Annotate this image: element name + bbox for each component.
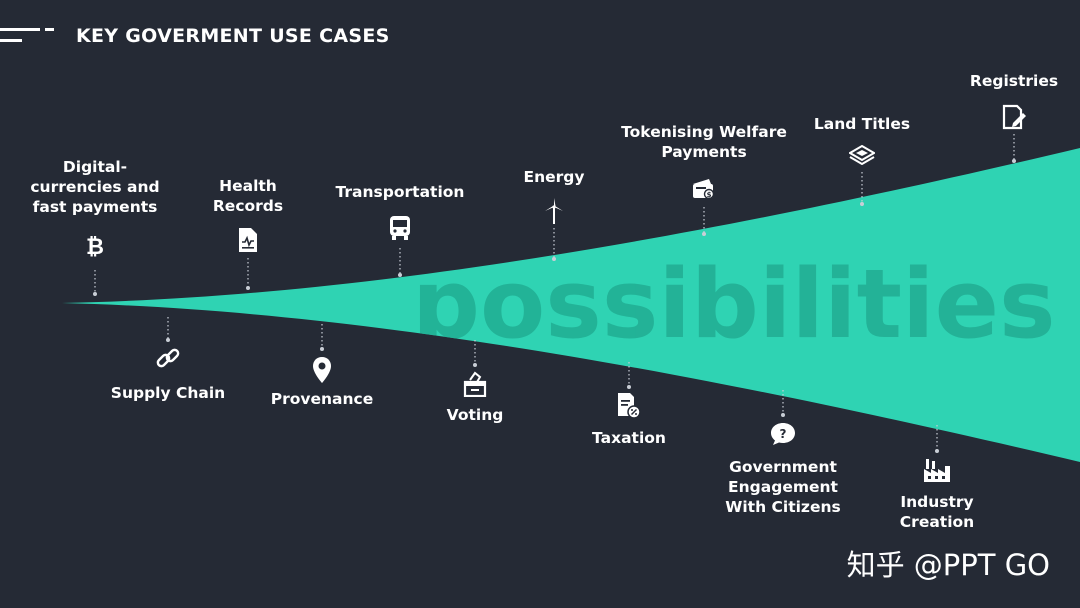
- use-case-tokenising-welfare-payments-connector: [702, 207, 706, 236]
- tax-document-icon: [616, 392, 642, 424]
- svg-text:₿: ₿: [86, 235, 104, 259]
- funnel-shape: [62, 148, 1080, 462]
- svg-text:$: $: [707, 191, 712, 199]
- question-bubble-icon: ?: [769, 422, 797, 450]
- use-case-land-titles-label: Land Titles: [813, 115, 911, 133]
- use-case-registries-label: Registries: [969, 72, 1059, 90]
- svg-text:?: ?: [780, 427, 787, 441]
- use-case-energy-label: Energy: [523, 168, 585, 186]
- use-case-industry-creation-connector: [935, 425, 939, 453]
- use-case-land-titles-connector: [860, 172, 864, 206]
- use-case-voting-connector: [473, 340, 477, 367]
- header-bar-icon: [0, 28, 54, 42]
- use-case-provenance-label: Provenance: [270, 390, 374, 408]
- use-case-supply-chain-connector: [166, 317, 170, 342]
- use-case-registries-connector: [1012, 134, 1016, 163]
- use-case-digital-currencies-and-fast-payments-connector: [93, 270, 97, 296]
- bus-icon: [388, 215, 412, 245]
- factory-icon: [923, 457, 951, 487]
- use-case-taxation-label: Taxation: [592, 429, 666, 447]
- ballot-box-icon: [463, 371, 487, 401]
- watermark-word: possibilities: [412, 250, 1056, 360]
- attribution: 知乎 @PPT GO: [846, 548, 1050, 582]
- use-case-supply-chain-label: Supply Chain: [110, 384, 226, 402]
- wind-turbine-icon: [542, 198, 566, 228]
- link-icon: [155, 345, 181, 375]
- use-case-transportation-connector: [398, 248, 402, 277]
- use-case-government-engagement-with-citizens-connector: [781, 390, 785, 417]
- use-case-voting-label: Voting: [446, 406, 504, 424]
- wallet-icon: $: [691, 177, 717, 205]
- use-case-taxation-connector: [627, 362, 631, 389]
- use-case-provenance-connector: [320, 324, 324, 351]
- health-record-icon: [237, 227, 259, 257]
- bitcoin-icon: ₿: [84, 233, 106, 263]
- layers-icon: [848, 144, 876, 169]
- use-case-health-records-connector: [246, 258, 250, 290]
- slide-title: KEY GOVERMENT USE CASES: [76, 25, 390, 47]
- edit-document-icon: [1001, 104, 1027, 134]
- use-case-energy-connector: [552, 228, 556, 261]
- use-case-transportation-label: Transportation: [335, 183, 465, 201]
- location-pin-icon: [312, 356, 332, 388]
